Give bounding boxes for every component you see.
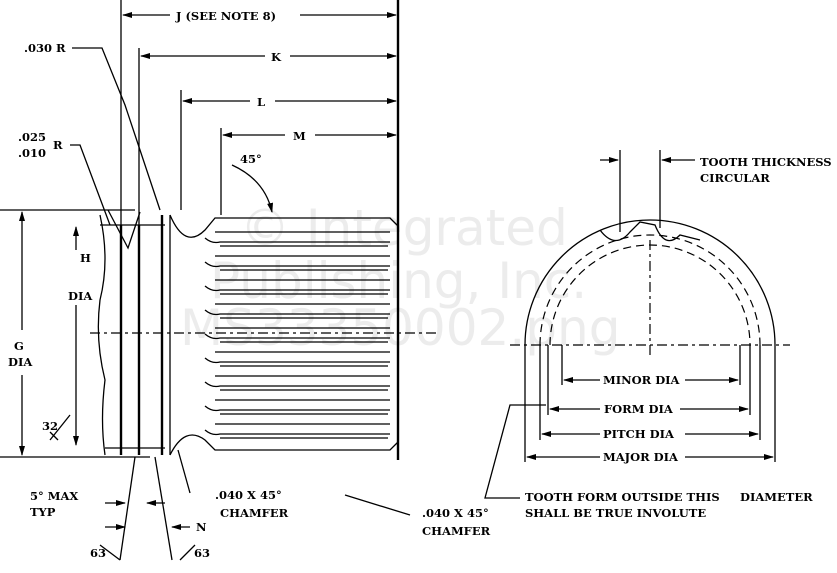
dim-l: L: [257, 95, 265, 109]
spline-tooth: [204, 231, 390, 247]
radius-tol-lower: .010: [18, 146, 46, 160]
chamfer1-size: .040 X 45°: [215, 488, 282, 502]
major-dia: MAJOR DIA: [603, 450, 679, 464]
leaders: [49, 47, 411, 561]
radius-tol-upper: .025: [18, 130, 46, 144]
tooth-end-view: [484, 150, 790, 499]
note-diameter: DIAMETER: [740, 490, 813, 504]
radius-030: .030 R: [24, 41, 66, 55]
shaft-outline: [90, 209, 440, 456]
h-label: H: [80, 251, 91, 265]
dim-n: N: [196, 520, 207, 534]
h-dia-label: DIA: [68, 289, 93, 303]
spline-tooth: [204, 279, 390, 295]
spline-tooth: [204, 351, 390, 367]
dimension-lines: [19, 12, 397, 456]
minor-dia: MINOR DIA: [603, 373, 681, 387]
angle-45: 45°: [240, 152, 262, 166]
spline-tooth: [204, 399, 390, 415]
chamfer1-label: CHAMFER: [220, 506, 289, 520]
note-line1: TOOTH FORM OUTSIDE THIS: [525, 490, 720, 504]
draft-typ: TYP: [30, 505, 56, 519]
spline-tooth: [204, 423, 390, 439]
form-dia: FORM DIA: [604, 402, 674, 416]
chamfer2-label: CHAMFER: [422, 524, 491, 538]
dim-k: K: [271, 50, 282, 64]
finish-32: 32: [42, 419, 58, 433]
tooth-thickness: TOOTH THICKNESS: [700, 155, 832, 169]
pitch-dia: PITCH DIA: [603, 427, 675, 441]
g-label: G: [14, 339, 24, 353]
finish-63-left: 63: [90, 546, 106, 560]
spline-tooth: [204, 255, 390, 271]
spline-tooth: [204, 303, 390, 319]
dim-m: M: [293, 129, 306, 143]
note-line2: SHALL BE TRUE INVOLUTE: [525, 506, 706, 520]
chamfer2-size: .040 X 45°: [422, 506, 489, 520]
labels: J (SEE NOTE 8) K L M .030 R .025 .010 R …: [8, 9, 832, 560]
g-dia-label: DIA: [8, 355, 33, 369]
spline-tooth: [204, 327, 390, 343]
dim-j: J (SEE NOTE 8): [175, 9, 276, 23]
extension-lines: [0, 0, 400, 460]
radius-r: R: [53, 138, 63, 152]
draft-angle: 5° MAX: [30, 489, 78, 503]
spline-tooth: [204, 375, 390, 391]
spline-teeth: [204, 231, 390, 439]
tooth-thickness-circular: CIRCULAR: [700, 171, 770, 185]
svg-text:© Integrated: © Integrated: [240, 199, 568, 257]
finish-63-right: 63: [194, 546, 210, 560]
